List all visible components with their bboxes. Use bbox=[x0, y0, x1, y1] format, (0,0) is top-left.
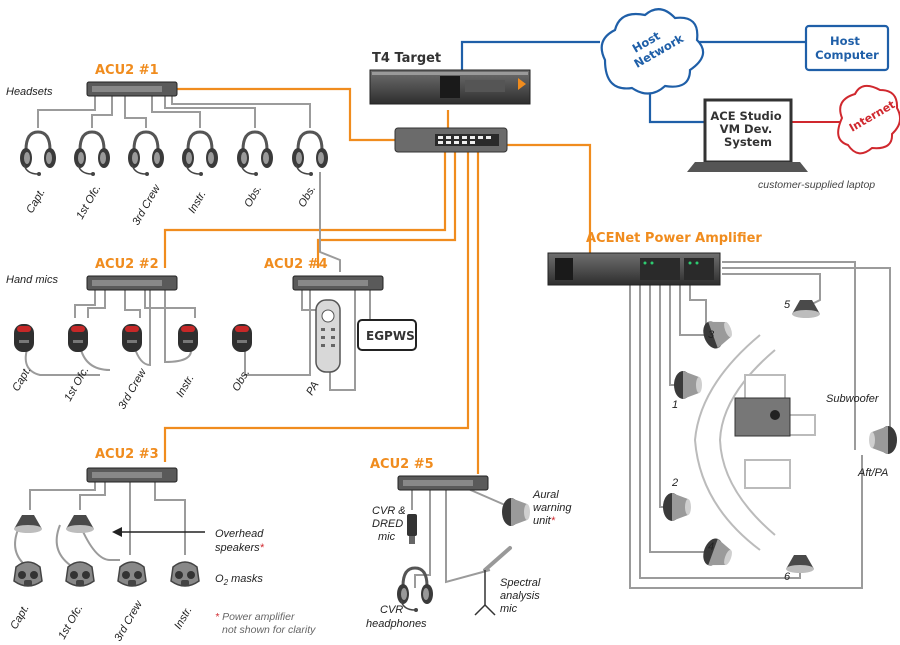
egpws-box bbox=[357, 319, 417, 351]
headset-label: 3rd Crew bbox=[130, 182, 163, 228]
handmic-icon-1 bbox=[14, 324, 34, 352]
laptop-caption: customer-supplied laptop bbox=[758, 179, 875, 191]
power-amplifier bbox=[547, 252, 721, 286]
headset-label: Obs. bbox=[296, 183, 318, 209]
speaker-label-5: 5 bbox=[784, 299, 791, 311]
network-switch bbox=[394, 127, 508, 153]
o2-mask-icon-1 bbox=[13, 561, 43, 587]
overhead-speaker-icon-1 bbox=[14, 515, 42, 533]
cabin-outline bbox=[693, 334, 816, 551]
o2-mask-icon-2 bbox=[65, 561, 95, 587]
cvr-headphones-label: CVR headphones bbox=[366, 604, 427, 630]
subwoofer-icon bbox=[734, 397, 791, 437]
speaker-label-1: 1 bbox=[672, 399, 678, 411]
laptop bbox=[687, 98, 808, 172]
acu1-box bbox=[86, 81, 178, 97]
handmic-labels: Capt. 1st Ofc. 3rd Crew Instr. Obs. PA bbox=[10, 365, 321, 412]
spectral-mic-icon bbox=[474, 546, 512, 616]
handmic-label: 3rd Crew bbox=[116, 366, 149, 412]
amplifier-title: ACENet Power Amplifier bbox=[586, 231, 762, 246]
headset-label: 1st Ofc. bbox=[74, 183, 103, 222]
handmic-label: Instr. bbox=[174, 373, 196, 400]
t4-target-title: T4 Target bbox=[372, 51, 441, 66]
acu1-title: ACU2 #1 bbox=[95, 63, 159, 78]
acu4-box bbox=[292, 275, 384, 291]
pa-handset bbox=[315, 299, 341, 373]
o2-masks-label: O2 masks bbox=[215, 573, 263, 587]
acu5-box bbox=[397, 475, 489, 491]
speaker-label-3: 3 bbox=[708, 329, 715, 341]
headset-icon-3 bbox=[126, 130, 166, 178]
spectral-mic-label: Spectral analysis mic bbox=[500, 577, 543, 615]
acu3-title: ACU2 #3 bbox=[95, 447, 159, 462]
speaker-icon-2 bbox=[663, 493, 691, 521]
headset-icon-2 bbox=[72, 130, 112, 178]
host-computer-label: Host Computer bbox=[815, 34, 879, 62]
acu5-title: ACU2 #5 bbox=[370, 457, 434, 472]
mask-label: 3rd Crew bbox=[112, 598, 145, 644]
headset-icon-4 bbox=[180, 130, 220, 178]
hand-mics-label: Hand mics bbox=[6, 274, 58, 286]
headset-label: Instr. bbox=[186, 189, 208, 216]
speaker-label-4: 4 bbox=[708, 541, 714, 553]
cvr-mic-icon bbox=[407, 514, 417, 544]
host-computer-box bbox=[804, 24, 890, 72]
overhead-speaker-icon-2 bbox=[66, 515, 94, 533]
acu3-box bbox=[86, 467, 178, 483]
handmic-icon-2 bbox=[68, 324, 88, 352]
t4-target-rack bbox=[369, 69, 531, 105]
vm-system-label: ACE Studio VM Dev. System bbox=[710, 109, 785, 149]
headset-icon-1 bbox=[18, 130, 58, 178]
headset-label: Capt. bbox=[24, 187, 48, 216]
o2-mask-icon-4 bbox=[170, 561, 200, 587]
overhead-label: Overhead speakers* bbox=[215, 528, 266, 554]
egpws-label: EGPWS bbox=[366, 329, 415, 343]
speaker-label-2: 2 bbox=[671, 477, 678, 489]
acu2-box bbox=[86, 275, 178, 291]
handmic-label: Capt. bbox=[10, 365, 34, 394]
handmic-icon-3 bbox=[122, 324, 142, 352]
handmic-label: Obs. bbox=[230, 367, 252, 393]
orange-links bbox=[163, 87, 592, 474]
footnote: *Power amplifier not shown for clarity bbox=[215, 611, 316, 636]
headset-label: Obs. bbox=[242, 183, 264, 209]
speaker-icon-4 bbox=[699, 535, 736, 572]
headset-icon-6 bbox=[290, 130, 330, 178]
mask-label: Capt. bbox=[8, 603, 32, 632]
aural-speaker-icon bbox=[502, 498, 530, 526]
subwoofer-label: Subwoofer bbox=[826, 393, 880, 405]
acu4-title: ACU2 #4 bbox=[264, 257, 328, 272]
headset-icon-5 bbox=[235, 130, 275, 178]
speaker-icon-aft bbox=[869, 426, 897, 454]
speaker-icon-6 bbox=[786, 555, 814, 573]
aft-pa-label: Aft/PA bbox=[857, 467, 888, 479]
pa-label: PA bbox=[304, 379, 321, 397]
handmic-icon-obs bbox=[232, 324, 252, 352]
aural-warning-label: Aural warning unit* bbox=[532, 489, 575, 527]
handmic-icon-4 bbox=[178, 324, 198, 352]
mask-label: Instr. bbox=[172, 605, 194, 632]
mask-label: 1st Ofc. bbox=[56, 603, 85, 642]
cvr-mic-label: CVR & DRED mic bbox=[372, 505, 409, 543]
acu3-labels: Capt. 1st Ofc. 3rd Crew Instr. bbox=[8, 598, 194, 644]
handmic-label: 1st Ofc. bbox=[62, 365, 91, 404]
host-network-cloud bbox=[600, 8, 705, 95]
headset-labels: Capt. 1st Ofc. 3rd Crew Instr. Obs. Obs. bbox=[24, 182, 318, 228]
headsets-label: Headsets bbox=[6, 86, 53, 98]
speaker-icon-1 bbox=[674, 371, 702, 399]
o2-mask-icon-3 bbox=[117, 561, 147, 587]
arrow-left-icon bbox=[112, 527, 205, 537]
acu2-title: ACU2 #2 bbox=[95, 257, 159, 272]
speaker-label-6: 6 bbox=[784, 571, 791, 583]
